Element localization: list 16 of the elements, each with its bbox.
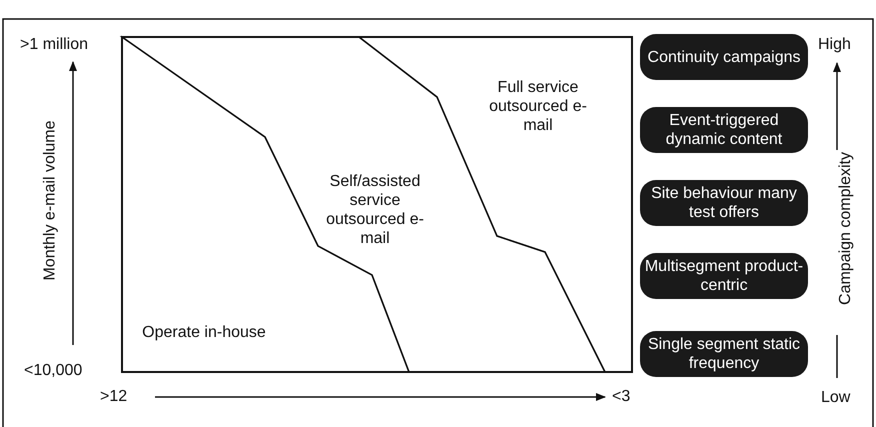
axis-title: Campaign complexity xyxy=(835,152,854,304)
campaign-pill: Site behaviour many test offers xyxy=(640,180,808,226)
axis-title: Monthly e-mail volume xyxy=(40,120,60,280)
axis-tick-label: <10,000 xyxy=(24,361,82,380)
region-label: Operate in-house xyxy=(141,323,267,342)
campaign-pill: Multisegment product-centric xyxy=(640,253,808,299)
axis-tick-label: Low xyxy=(821,388,850,407)
campaign-pill: Single segment static frequency xyxy=(640,331,808,377)
region-label: Self/assisted service outsourced e-mail xyxy=(325,172,425,248)
campaign-pill: Event-triggered dynamic content xyxy=(640,107,808,153)
region-label: Full service outsourced e-mail xyxy=(488,78,588,135)
axis-tick-label: High xyxy=(818,35,851,54)
axis-tick-label: >12 xyxy=(100,387,128,406)
axis-tick-label: <3 xyxy=(612,387,630,406)
axis-tick-label: >1 million xyxy=(20,35,88,54)
campaign-pill: Continuity campaigns xyxy=(640,34,808,80)
